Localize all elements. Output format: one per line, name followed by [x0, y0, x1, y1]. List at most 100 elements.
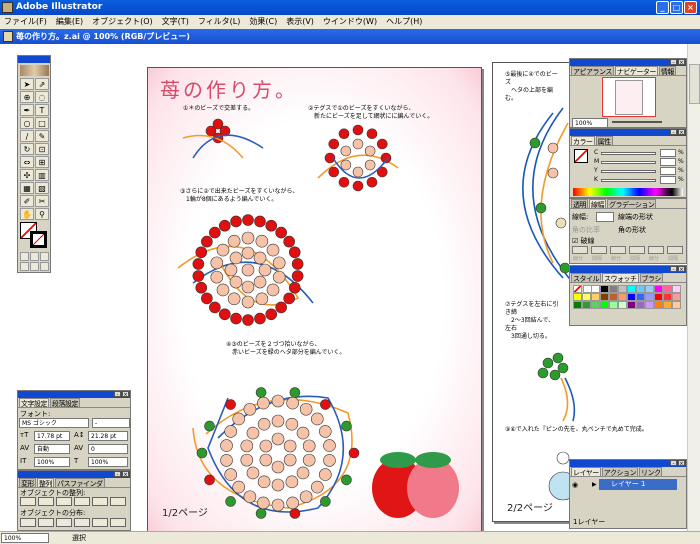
- group-selection-tool-icon[interactable]: ⊕: [20, 91, 34, 103]
- tab-align[interactable]: 整列: [37, 478, 54, 488]
- color-swatch[interactable]: [663, 293, 672, 301]
- full-screen-icon[interactable]: [40, 262, 49, 271]
- channel-field-C[interactable]: [660, 149, 676, 157]
- color-swatch[interactable]: [600, 301, 609, 309]
- tab-layers[interactable]: レイヤー: [571, 467, 601, 477]
- channel-slider-M[interactable]: [601, 161, 656, 164]
- close-icon[interactable]: ×: [678, 129, 685, 136]
- layer-row[interactable]: ◉ ▶ レイヤー 1: [572, 479, 677, 490]
- menu-filter[interactable]: フィルタ(L): [197, 17, 241, 26]
- eyedropper-tool-icon[interactable]: ✐: [20, 195, 34, 207]
- tab-pathfinder[interactable]: パスファインダ: [55, 478, 105, 488]
- color-swatch[interactable]: [636, 293, 645, 301]
- close-icon[interactable]: ×: [678, 460, 685, 467]
- rectangle-tool-icon[interactable]: □: [35, 117, 49, 129]
- minimize-icon[interactable]: -: [114, 391, 121, 398]
- font-size-field[interactable]: 17.78 pt: [34, 431, 70, 441]
- vertical-scrollbar[interactable]: [687, 44, 700, 531]
- distribute-button[interactable]: [56, 518, 72, 527]
- menu-window[interactable]: ウインドウ(W): [322, 17, 378, 26]
- navigator-preview[interactable]: [602, 77, 656, 117]
- none-swatch[interactable]: [573, 285, 582, 293]
- minimize-icon[interactable]: -: [670, 266, 677, 273]
- direct-selection-tool-icon[interactable]: ⇗: [35, 78, 49, 90]
- color-swatch[interactable]: [609, 285, 618, 293]
- navigator-zoom-field[interactable]: 100%: [572, 118, 608, 128]
- tab-character[interactable]: 文字設定: [19, 398, 49, 408]
- channel-slider-Y[interactable]: [601, 170, 656, 173]
- expand-triangle-icon[interactable]: ▶: [592, 481, 597, 488]
- menu-view[interactable]: 表示(V): [286, 17, 314, 26]
- menu-edit[interactable]: 編集(E): [55, 17, 84, 26]
- standard-screen-icon[interactable]: [20, 262, 29, 271]
- close-icon[interactable]: ×: [122, 391, 129, 398]
- dash-field[interactable]: [667, 246, 683, 254]
- tab-brushes[interactable]: ブラシ: [639, 273, 663, 283]
- channel-field-M[interactable]: [660, 158, 676, 166]
- close-icon[interactable]: ×: [678, 266, 685, 273]
- rotate-tool-icon[interactable]: ↻: [20, 143, 34, 155]
- color-swatch[interactable]: [600, 293, 609, 301]
- zoom-level-select[interactable]: 100%: [1, 533, 49, 543]
- tab-navigator[interactable]: ナビゲーター: [614, 66, 658, 76]
- tab-stroke[interactable]: 線幅: [589, 199, 606, 209]
- channel-slider-K[interactable]: [601, 179, 656, 182]
- color-swatch[interactable]: [609, 293, 618, 301]
- channel-slider-C[interactable]: [601, 152, 656, 155]
- dash-field[interactable]: [572, 246, 588, 254]
- scissors-tool-icon[interactable]: ✂: [35, 195, 49, 207]
- ellipse-tool-icon[interactable]: ○: [20, 117, 34, 129]
- align-button[interactable]: [20, 497, 36, 506]
- color-swatch[interactable]: [627, 301, 636, 309]
- color-swatch[interactable]: [573, 301, 582, 309]
- toolbox-title-bar[interactable]: [18, 56, 50, 63]
- gradient-tool-icon[interactable]: ▧: [35, 182, 49, 194]
- close-icon[interactable]: ×: [678, 59, 685, 66]
- align-button[interactable]: [74, 497, 90, 506]
- tab-gradient[interactable]: グラデーション: [607, 199, 657, 209]
- color-swatch[interactable]: [627, 285, 636, 293]
- vertical-scale-field[interactable]: 100%: [34, 457, 70, 467]
- distribute-button[interactable]: [74, 518, 90, 527]
- tab-actions[interactable]: アクション: [601, 467, 638, 477]
- color-swatch[interactable]: [654, 285, 663, 293]
- scale-tool-icon[interactable]: ⊡: [35, 143, 49, 155]
- color-swatch[interactable]: [591, 293, 600, 301]
- color-swatch[interactable]: [636, 285, 645, 293]
- color-swatch[interactable]: [600, 285, 609, 293]
- dash-field[interactable]: [648, 246, 664, 254]
- minimize-icon[interactable]: -: [670, 59, 677, 66]
- minimize-icon[interactable]: -: [670, 460, 677, 467]
- color-swatch[interactable]: [627, 293, 636, 301]
- symbol-sprayer-tool-icon[interactable]: ✣: [20, 169, 34, 181]
- color-swatch[interactable]: [654, 293, 663, 301]
- tab-color[interactable]: カラー: [571, 136, 595, 146]
- color-swatch[interactable]: [591, 285, 600, 293]
- color-swatch[interactable]: [636, 301, 645, 309]
- leading-field[interactable]: 21.28 pt: [88, 431, 128, 441]
- color-swatch[interactable]: [645, 301, 654, 309]
- align-button[interactable]: [92, 497, 108, 506]
- distribute-button[interactable]: [92, 518, 108, 527]
- color-swatch[interactable]: [573, 293, 582, 301]
- color-swatch[interactable]: [663, 285, 672, 293]
- close-button[interactable]: ×: [684, 1, 697, 14]
- zoom-slider[interactable]: [612, 121, 662, 123]
- menu-object[interactable]: オブジェクト(O): [92, 17, 153, 26]
- color-swatch[interactable]: [618, 285, 627, 293]
- color-swatch[interactable]: [672, 285, 681, 293]
- distribute-button[interactable]: [20, 518, 36, 527]
- align-button[interactable]: [110, 497, 126, 506]
- type-tool-icon[interactable]: T: [35, 104, 49, 116]
- fill-stroke-swatch[interactable]: [20, 222, 49, 248]
- distribute-button[interactable]: [110, 518, 126, 527]
- dash-field[interactable]: [591, 246, 607, 254]
- color-swatch[interactable]: [582, 301, 591, 309]
- free-transform-tool-icon[interactable]: ⊞: [35, 156, 49, 168]
- color-swatch[interactable]: [672, 301, 681, 309]
- scrollbar-thumb[interactable]: [689, 64, 700, 104]
- tab-styles[interactable]: スタイル: [571, 273, 601, 283]
- tab-info[interactable]: 情報: [658, 66, 676, 76]
- graph-tool-icon[interactable]: ▥: [35, 169, 49, 181]
- color-swatch[interactable]: [618, 301, 627, 309]
